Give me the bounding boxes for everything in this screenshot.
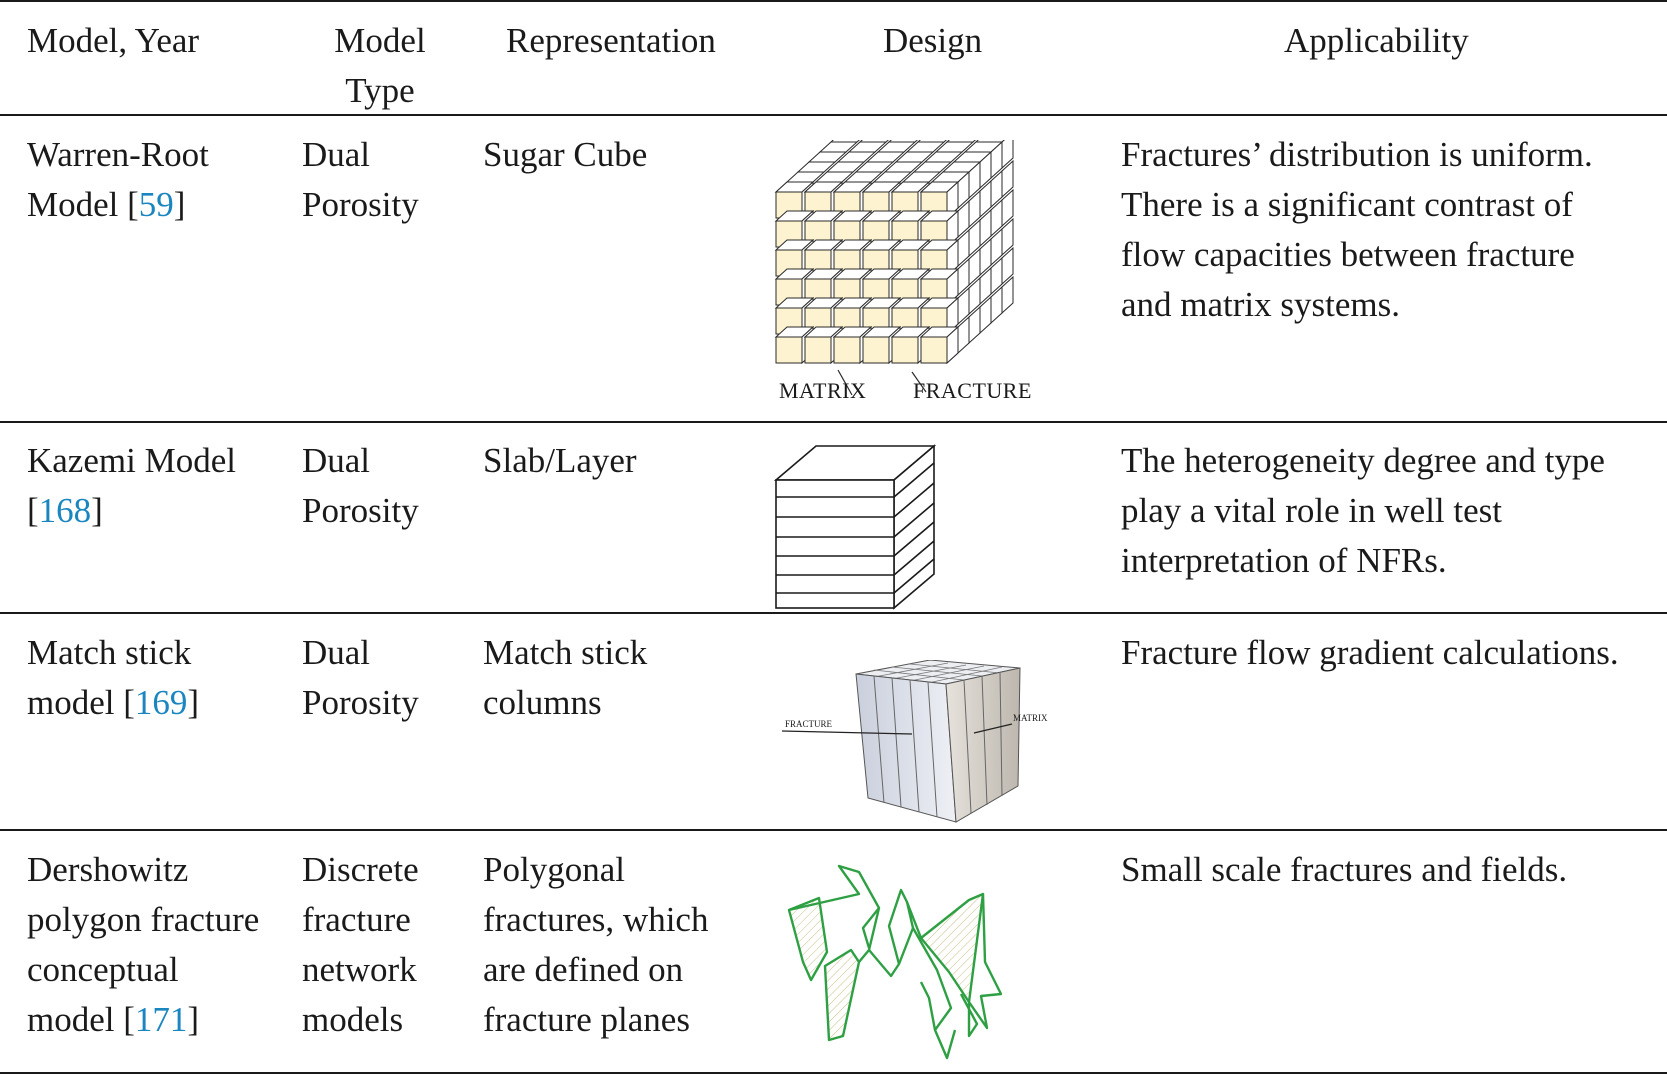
row-rule-1 — [0, 421, 1667, 423]
polygon-fracture-diagram — [785, 862, 1035, 1062]
row1-model: Warren-Root Model [59] — [27, 135, 209, 224]
row1-applicability: Fractures’ distribution is uniform. Ther… — [1121, 135, 1593, 324]
matrix-label: MATRIX — [779, 378, 867, 403]
row-rule-2 — [0, 612, 1667, 614]
row3-representation: Match stick columns — [483, 633, 648, 722]
row3-model: Match stick model [169] — [27, 633, 200, 722]
row3-type: Dual Porosity — [302, 633, 419, 722]
row4-model: Dershowitz polygon fracture conceptual m… — [27, 850, 260, 1039]
reference-link[interactable]: 169 — [134, 683, 188, 722]
row4-applicability: Small scale fractures and fields. — [1121, 850, 1568, 889]
reference-link[interactable]: 59 — [138, 185, 174, 224]
matchstick-matrix-label: MATRIX — [1013, 713, 1048, 723]
fracture-label: FRACTURE — [913, 378, 1032, 403]
row2-type: Dual Porosity — [302, 441, 419, 530]
header-model-year: Model, Year — [27, 21, 200, 60]
row4-representation: Polygonal fractures, which are defined o… — [483, 850, 709, 1039]
header-rule — [0, 114, 1667, 116]
row2-applicability: The heterogeneity degree and type play a… — [1121, 441, 1605, 580]
reference-link[interactable]: 171 — [134, 1000, 188, 1039]
header-representation: Representation — [506, 21, 716, 60]
header-design: Design — [883, 21, 983, 60]
top-rule — [0, 0, 1667, 2]
reference-link[interactable]: 168 — [38, 491, 92, 530]
row4-type: Discrete fracture network models — [302, 850, 419, 1039]
bottom-rule — [0, 1072, 1667, 1074]
row2-representation: Slab/Layer — [483, 441, 637, 480]
row1-representation: Sugar Cube — [483, 135, 648, 174]
row1-type: Dual Porosity — [302, 135, 419, 224]
row3-applicability: Fracture flow gradient calculations. — [1121, 633, 1619, 672]
row-rule-3 — [0, 829, 1667, 831]
slab-layer-diagram — [770, 440, 940, 615]
match-stick-diagram — [780, 660, 1060, 825]
matchstick-fracture-label: FRACTURE — [785, 719, 833, 729]
header-model-type: Model Type — [334, 21, 426, 110]
header-applicability: Applicability — [1284, 21, 1469, 60]
row2-model: Kazemi Model [168] — [27, 441, 236, 530]
sugar-cube-diagram — [770, 140, 1060, 410]
